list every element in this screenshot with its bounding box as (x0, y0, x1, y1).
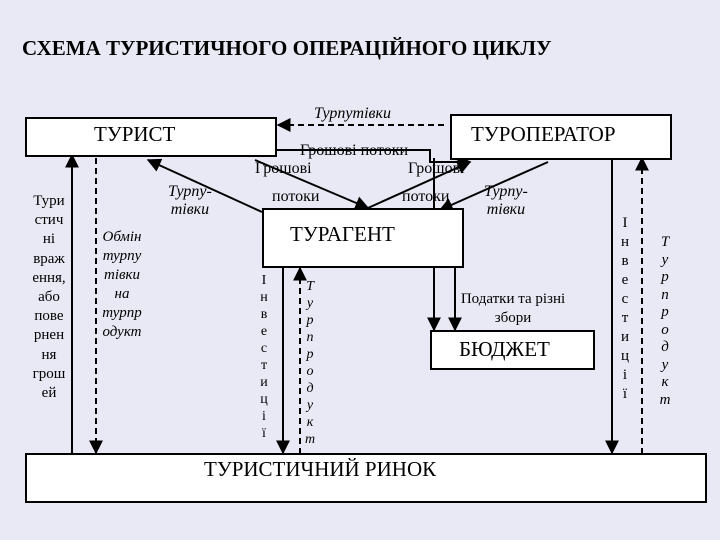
tourist-box (25, 117, 277, 157)
tour-operator-box (450, 114, 672, 160)
vouchers-right-label: Турпу- тівки (484, 183, 528, 219)
budget-box (430, 330, 595, 370)
tourist-market-label: ТУРИСТИЧНИЙ РИНОК (204, 457, 437, 481)
money-left-label-b: потоки (272, 188, 320, 205)
vouchers-right-arrow (438, 161, 549, 212)
investments-right-label: І н в е с т и ц і ї (620, 215, 630, 402)
product-left-label: Т у р п р о д у к т (304, 279, 316, 447)
vouchers-left-arrow (146, 158, 263, 213)
tourist-market-box (25, 453, 707, 503)
investments-left-label: І н в е с т и ц і ї (260, 273, 268, 441)
money-flows-top-arrow (270, 149, 472, 169)
page-title: СХЕМА ТУРИСТИЧНОГО ОПЕРАЦІЙНОГО ЦИКЛУ (22, 36, 552, 60)
money-left-arrow (254, 159, 370, 210)
product-right-label: Т у р п р о д у к т (659, 234, 671, 408)
vouchers-top-label: Турпутівки (314, 105, 391, 122)
tour-agent-label: ТУРАГЕНТ (290, 222, 395, 246)
money-right-label-a: Грошові (408, 160, 465, 177)
taxes-label: Податки та різні збори (460, 291, 566, 326)
money-right-arrow (367, 160, 472, 209)
money-right-label-b: потоки (402, 188, 450, 205)
tour-operator-label: ТУРОПЕРАТОР (471, 122, 616, 146)
money-left-label-a: Грошові (255, 160, 312, 177)
tour-agent-box (262, 208, 464, 268)
money-flows-top-label: Грошові потоки (300, 142, 409, 159)
budget-label: БЮДЖЕТ (459, 337, 550, 361)
exchange-label: Обмін турпу тівки на турпр одукт (102, 229, 142, 340)
tourist-label: ТУРИСТ (94, 122, 176, 146)
vouchers-left-label: Турпу- тівки (168, 183, 212, 219)
impressions-label: Тури стич ні враж ення, або пове рнен ня… (32, 193, 66, 402)
